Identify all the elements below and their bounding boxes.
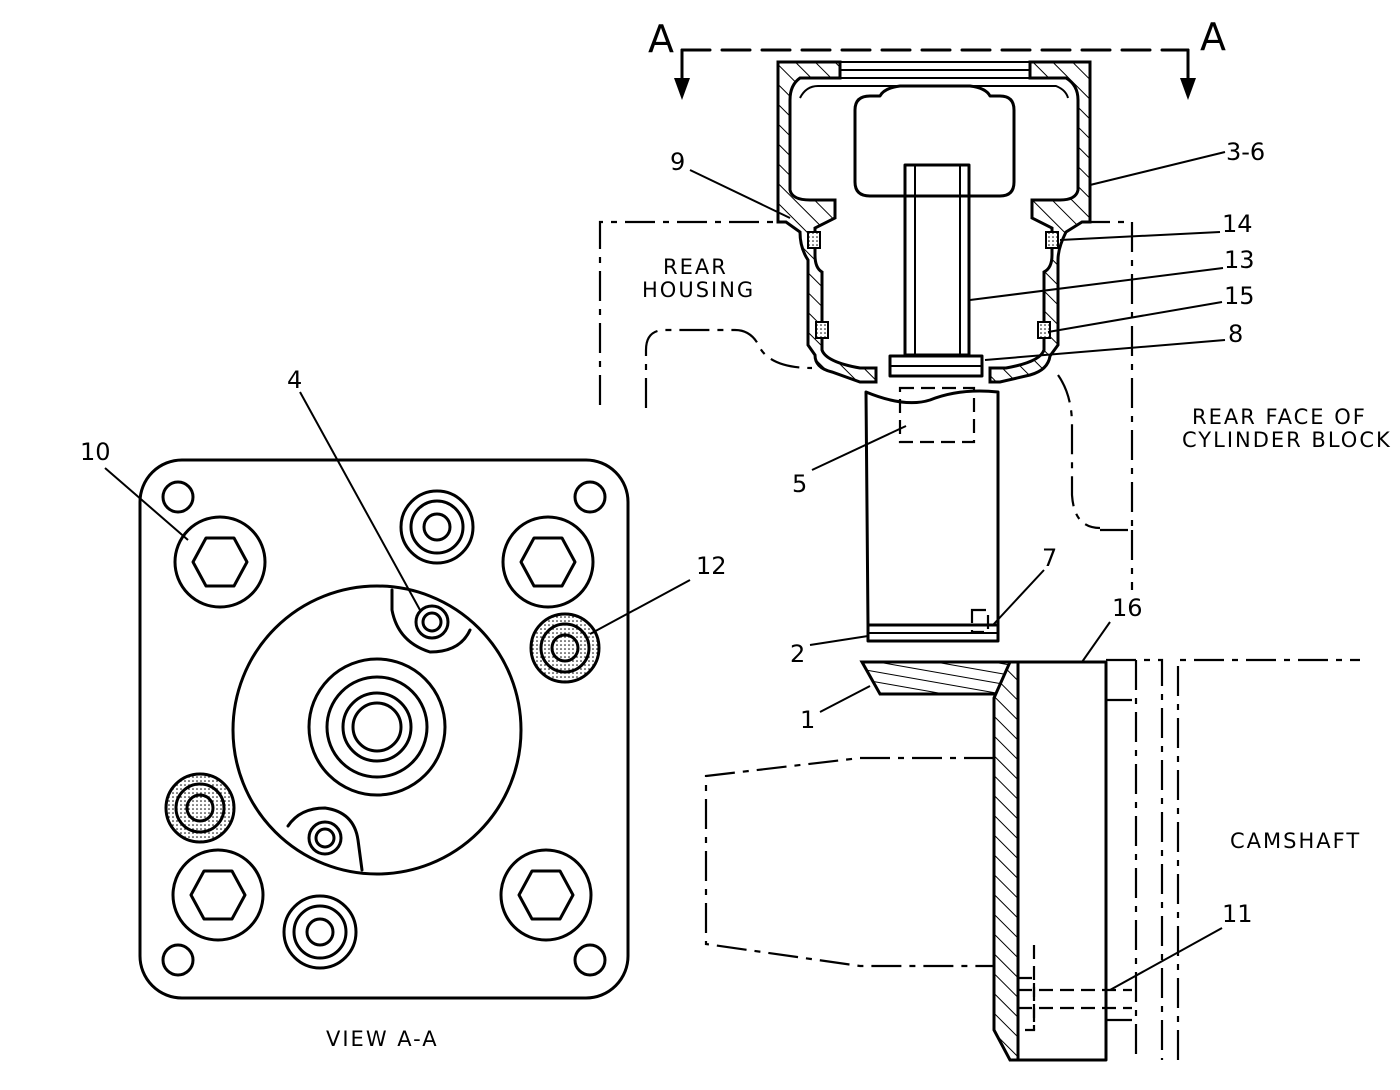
callout-9: 9 (670, 148, 685, 176)
callout-11: 11 (1222, 900, 1253, 928)
callout-5: 5 (792, 470, 807, 498)
section-label-right: A (1200, 15, 1226, 59)
bolt-head-top-left (173, 515, 267, 609)
section-leaders (689, 151, 1226, 991)
pump-body-section (776, 60, 1092, 384)
callout-4: 4 (287, 366, 302, 394)
callout-2: 2 (790, 640, 805, 668)
callout-1: 1 (800, 706, 815, 734)
rear-face-label-1: REAR FACE OF (1192, 405, 1367, 429)
section-label-left: A (648, 17, 674, 61)
bolt-head-top-right (501, 515, 595, 609)
callout-7: 7 (1042, 544, 1057, 572)
rear-face-label-2: CYLINDER BLOCK (1182, 428, 1392, 452)
camshaft-gear (992, 660, 1132, 1062)
port-top (399, 489, 475, 565)
camshaft-outline (704, 658, 1360, 1060)
rear-housing-outline (598, 220, 1134, 590)
callout-13: 13 (1224, 246, 1255, 274)
oring-port-left (164, 772, 236, 844)
oring-port-right (529, 612, 601, 684)
view-leaders (104, 391, 691, 635)
bolt-head-bottom-right (499, 848, 593, 942)
drive-shaft (864, 386, 1000, 643)
port-bottom (282, 894, 358, 970)
rear-housing-label-1: REAR (663, 255, 728, 279)
callout-12: 12 (696, 552, 727, 580)
callout-3-6: 3-6 (1226, 138, 1265, 166)
callout-8: 8 (1228, 320, 1243, 348)
drive-gear (859, 660, 1021, 696)
callout-14: 14 (1222, 210, 1253, 238)
section-line-a-a (674, 48, 1196, 100)
view-a-a-label: VIEW A-A (326, 1027, 439, 1051)
callout-15: 15 (1224, 282, 1255, 310)
rear-housing-label-2: HOUSING (642, 278, 755, 302)
callout-10: 10 (80, 438, 111, 466)
camshaft-label: CAMSHAFT (1230, 829, 1361, 853)
callout-16: 16 (1112, 594, 1143, 622)
view-a-a (138, 458, 630, 1000)
bolt-head-bottom-left (171, 848, 265, 942)
